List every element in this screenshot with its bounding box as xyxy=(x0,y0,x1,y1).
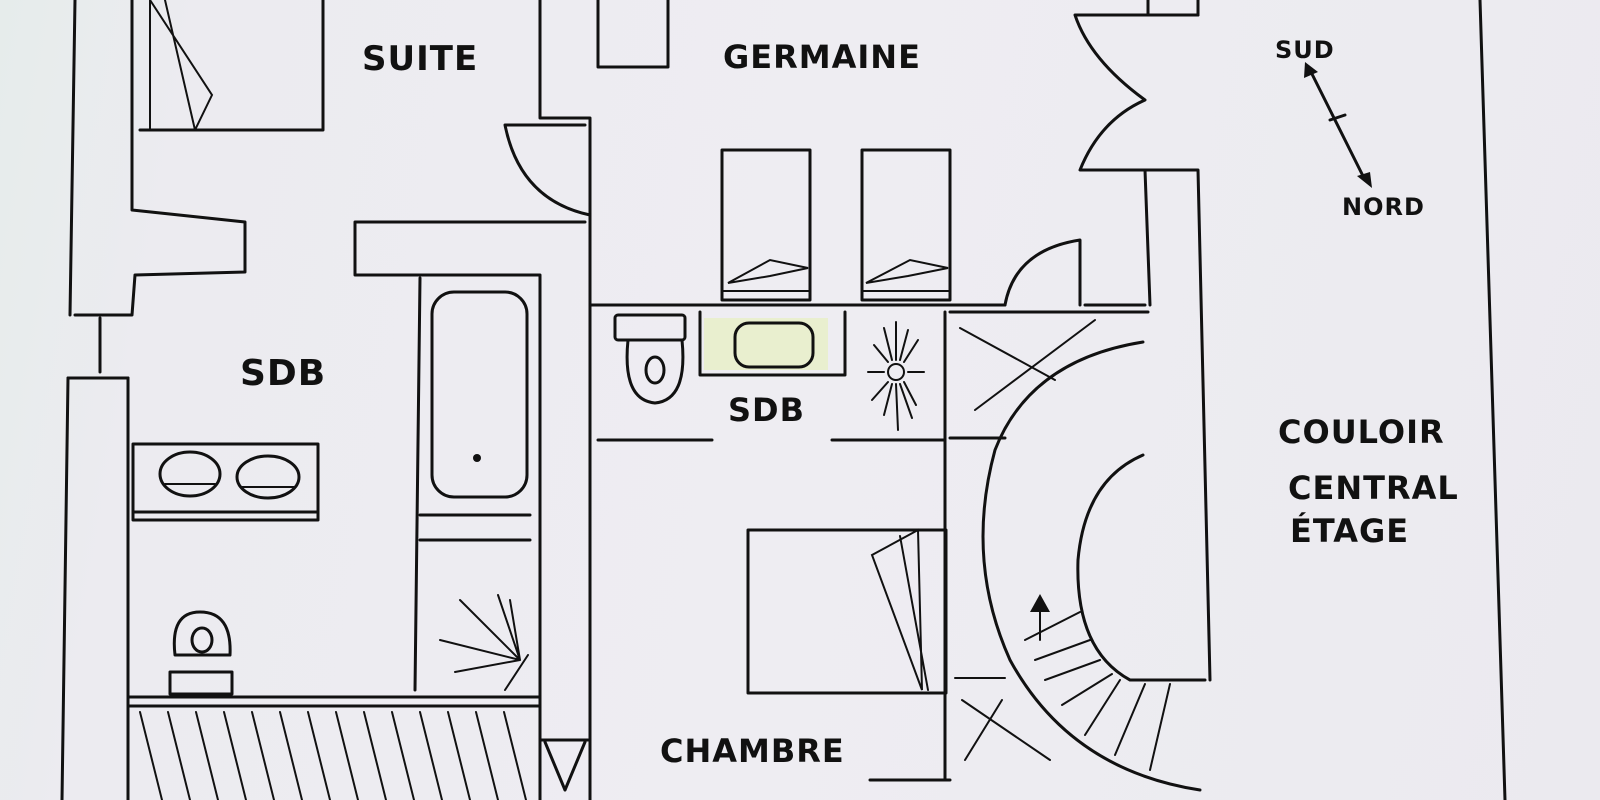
toilet-center xyxy=(613,313,687,405)
bathtub xyxy=(418,290,532,542)
room-label-suite: SUITE xyxy=(362,39,478,79)
hatched-terrace xyxy=(126,695,590,800)
double-sink xyxy=(131,442,320,522)
germaine-bed-1 xyxy=(720,148,812,302)
outer-walls xyxy=(60,0,1507,800)
room-label-central: CENTRAL xyxy=(1288,469,1459,507)
room-label-sdb-left: SDB xyxy=(240,353,326,394)
compass-arrow xyxy=(1304,62,1372,188)
shower xyxy=(439,594,529,691)
room-label-couloir: COULOIR xyxy=(1278,413,1445,451)
center-sink xyxy=(704,318,828,370)
corridor-walls xyxy=(1073,0,1212,682)
stair-landing xyxy=(868,238,1150,782)
left-wing-walls xyxy=(66,0,592,800)
room-label-germaine: GERMAINE xyxy=(723,38,921,76)
room-label-chambre: CHAMBRE xyxy=(660,732,845,770)
suite-bed xyxy=(149,0,214,131)
germaine-walls xyxy=(588,0,1152,307)
room-label-sdb-center: SDB xyxy=(728,391,805,429)
germaine-bed-2 xyxy=(860,148,952,302)
compass-label-sud: SUD xyxy=(1275,36,1335,64)
chambre-bed xyxy=(746,528,948,695)
compass-label-nord: NORD xyxy=(1342,193,1425,221)
toilet-left xyxy=(168,610,234,696)
spiral-staircase xyxy=(981,340,1207,792)
room-label-etage: ÉTAGE xyxy=(1290,512,1409,550)
suite-door-swing xyxy=(503,123,592,217)
center-shower xyxy=(867,321,925,431)
